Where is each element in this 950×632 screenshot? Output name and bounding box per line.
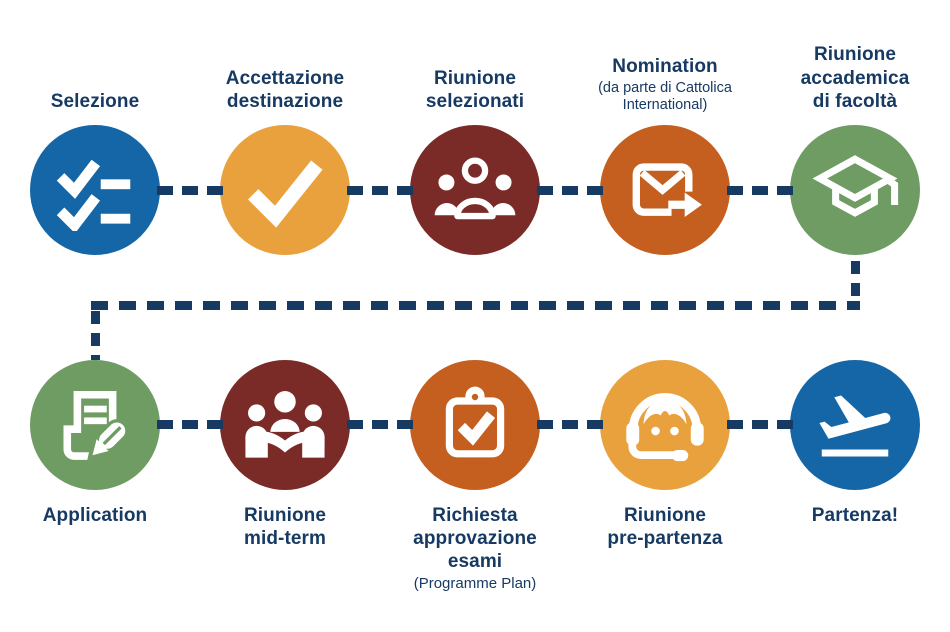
step-label: Riunione accademica di facoltà (760, 40, 950, 113)
step-riunione-selezionati: Riunione selezionati (380, 40, 570, 255)
step-label: Riunione selezionati (380, 40, 570, 113)
step-subtitle: (Programme Plan) (413, 574, 537, 592)
document-pen-icon (63, 390, 129, 461)
connector-return-horizontal (91, 301, 860, 310)
step-circle (600, 125, 730, 255)
group-icon (434, 157, 516, 220)
graduation-cap-icon (812, 155, 899, 217)
step-title: Richiesta approvazione esami (413, 505, 537, 573)
step-nomination: Nomination (da parte di Cattolica Intern… (570, 40, 760, 255)
step-label: Accettazione destinazione (190, 40, 380, 113)
step-label: Riunione pre-partenza (570, 504, 760, 550)
step-circle (790, 125, 920, 255)
step-title: Nomination (612, 56, 718, 78)
step-circle (30, 360, 160, 490)
step-title: Riunione selezionati (425, 67, 525, 112)
step-title: Accettazione destinazione (225, 67, 345, 112)
step-title: Application (42, 505, 148, 526)
step-title: Riunione pre-partenza (607, 505, 723, 550)
step-accettazione-destinazione: Accettazione destinazione (190, 40, 380, 255)
connector-top-2-3 (347, 186, 413, 195)
step-partenza: Partenza! (760, 360, 950, 527)
step-label: Partenza! (760, 504, 950, 527)
step-circle (30, 125, 160, 255)
headset-agent-icon (626, 393, 704, 462)
step-label: Riunione mid-term (190, 504, 380, 550)
step-application: Application (0, 360, 190, 527)
connector-top-4-5 (727, 186, 793, 195)
community-icon (245, 391, 325, 458)
step-riunione-accademica: Riunione accademica di facoltà (760, 40, 950, 255)
step-circle (220, 125, 350, 255)
step-richiesta-approvazione-esami: Richiesta approvazione esami (Programme … (380, 360, 570, 592)
step-title: Partenza! (811, 505, 899, 526)
envelope-forward-icon (632, 163, 702, 218)
step-riunione-pre-partenza: Riunione pre-partenza (570, 360, 760, 550)
step-circle (410, 125, 540, 255)
step-circle (600, 360, 730, 490)
step-title: Riunione mid-term (243, 505, 327, 550)
step-selezione: Selezione (0, 40, 190, 255)
connector-bottom-4-5 (727, 420, 793, 429)
step-circle (790, 360, 920, 490)
connector-down-right (851, 261, 860, 302)
connector-bottom-3-4 (537, 420, 603, 429)
step-riunione-mid-term: Riunione mid-term (190, 360, 380, 550)
connector-top-1-2 (157, 186, 223, 195)
step-title: Selezione (50, 90, 140, 112)
step-label: Selezione (0, 40, 190, 113)
step-label: Application (0, 504, 190, 527)
step-title: Riunione accademica di facoltà (800, 44, 910, 112)
step-circle (220, 360, 350, 490)
checklist-icon (56, 159, 131, 231)
step-label: Richiesta approvazione esami (Programme … (380, 504, 570, 592)
clipboard-check-icon (445, 386, 505, 458)
airplane-takeoff-icon (819, 395, 891, 457)
connector-down-left (91, 311, 100, 360)
step-subtitle: (da parte di Cattolica International) (598, 80, 732, 113)
connector-bottom-2-3 (347, 420, 413, 429)
checkmark-icon (248, 160, 323, 228)
connector-bottom-1-2 (157, 420, 223, 429)
step-circle (410, 360, 540, 490)
connector-top-3-4 (537, 186, 603, 195)
step-label: Nomination (da parte di Cattolica Intern… (570, 40, 760, 113)
